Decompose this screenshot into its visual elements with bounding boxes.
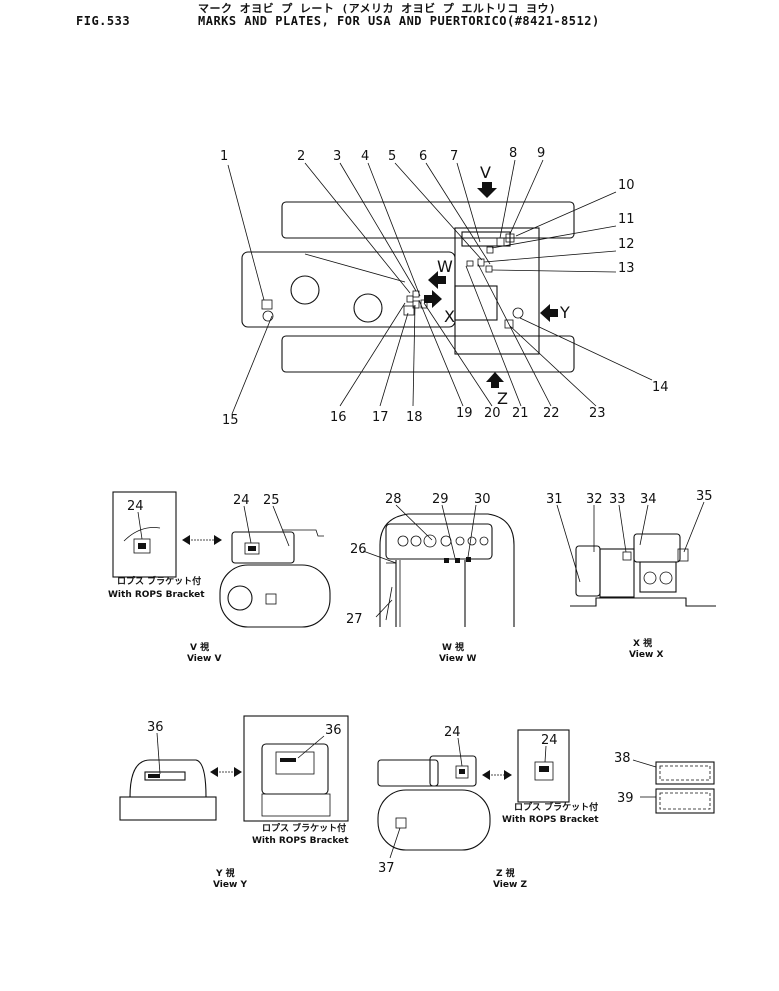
arrow-x: X [424,290,455,326]
callout-24: 24 [233,493,250,508]
arrow-z-label: Z [497,389,508,408]
arrow-z: Z [486,372,508,408]
view-v-label-en: View V [187,654,221,664]
callout-9: 9 [537,146,545,161]
callout-17: 17 [372,410,389,425]
view-z-label-jp: Z 視 [496,867,515,879]
callout-12: 12 [618,237,635,252]
rops-label-en: With ROPS Bracket [108,590,205,600]
plates-38-39: 38 39 [614,751,715,814]
view-z-label-en: View Z [493,880,527,890]
callout-10: 10 [618,178,635,193]
view-x-label-jp: X 視 [633,637,652,649]
view-w-label-jp: W 視 [442,641,464,653]
callout-30: 30 [474,492,491,507]
callout-20: 20 [484,406,501,421]
callout-1: 1 [220,149,228,164]
rops-label-jp: ロプス ブラケット付 [262,822,346,834]
callout-11: 11 [618,212,635,227]
rops-inset-z [517,729,570,803]
rops-inset-y [243,715,349,822]
figure-title: MARKS AND PLATES, FOR USA AND PUERTORICO… [198,14,600,28]
parts-diagram: V W X Y Z [108,146,716,890]
view-w: 26 27 28 29 30 W 視 View W [346,492,515,664]
machine-outline [241,201,575,373]
callout-34: 34 [640,492,657,507]
double-arrow [182,535,222,545]
callout-16: 16 [330,410,347,425]
callout-26: 26 [350,542,367,557]
double-arrow [482,770,512,780]
callout-21: 21 [512,406,529,421]
callout-31: 31 [546,492,563,507]
arrow-y: Y [540,303,570,322]
callout-8: 8 [509,146,517,161]
top-view: V W X Y Z [220,146,669,428]
callout-24-inset: 24 [541,733,558,748]
view-y-label-en: View Y [213,880,247,890]
arrow-x-label: X [444,307,455,326]
callout-2: 2 [297,149,305,164]
rops-label-jp: ロプス ブラケット付 [514,801,598,813]
callout-18: 18 [406,410,423,425]
callout-36: 36 [147,720,164,735]
view-arrows: V W X Y Z [424,163,570,408]
callout-23: 23 [589,406,606,421]
callout-33: 33 [609,492,626,507]
callout-22: 22 [543,406,560,421]
callout-6: 6 [419,149,427,164]
arrow-v-label: V [480,163,491,182]
arrow-v: V [477,163,497,198]
callout-19: 19 [456,406,473,421]
view-x-label-en: View X [629,650,663,660]
callout-15: 15 [222,413,239,428]
view-v: 24 ロプス ブラケット付 With ROPS Bracket 24 25 V … [108,491,331,664]
double-arrow [210,767,242,777]
view-z: 24 37 24 ロプス ブラケット付 With ROPS Bracket Z … [377,725,599,890]
callout-25: 25 [263,493,280,508]
callout-24: 24 [444,725,461,740]
callout-39: 39 [617,791,634,806]
callout-38: 38 [614,751,631,766]
callout-27: 27 [346,612,363,627]
figure-number: FIG.533 [76,14,131,28]
rops-label-en: With ROPS Bracket [502,815,599,825]
callout-24-inset: 24 [127,499,144,514]
callout-13: 13 [618,261,635,276]
callout-4: 4 [361,149,369,164]
callout-32: 32 [586,492,603,507]
callout-5: 5 [388,149,396,164]
arrow-w-label: W [437,257,453,276]
view-y-label-jp: Y 視 [215,867,235,879]
arrow-y-label: Y [559,303,570,322]
view-w-label-en: View W [439,654,476,664]
callout-14: 14 [652,380,669,395]
arrow-w: W [428,257,453,289]
callout-7: 7 [450,149,458,164]
rops-label-jp: ロプス ブラケット付 [117,575,201,587]
header: FIG.533 マーク オヨビ プ レート (アメリカ オヨビ プ エルトリコ … [0,0,779,40]
callout-28: 28 [385,492,402,507]
plate-38 [655,761,715,785]
plate-39 [655,788,715,814]
view-v-label-jp: V 視 [190,641,209,653]
rops-label-en: With ROPS Bracket [252,836,349,846]
rops-inset-v [112,491,177,578]
japanese-title: マーク オヨビ プ レート (アメリカ オヨビ プ エルトリコ ヨウ) [198,2,557,15]
view-y: 36 36 ロプス ブラケット付 With ROPS Bracket Y 視 V… [119,715,349,890]
callout-35: 35 [696,489,713,504]
view-x: 31 32 33 34 35 X 視 View X [546,489,716,660]
callout-36-inset: 36 [325,723,342,738]
callout-3: 3 [333,149,341,164]
callout-37: 37 [378,861,395,876]
top-view-leaders [227,159,653,415]
top-view-callouts: 1 2 3 4 5 6 7 8 9 10 11 12 13 14 15 16 1… [220,146,669,428]
callout-29: 29 [432,492,449,507]
